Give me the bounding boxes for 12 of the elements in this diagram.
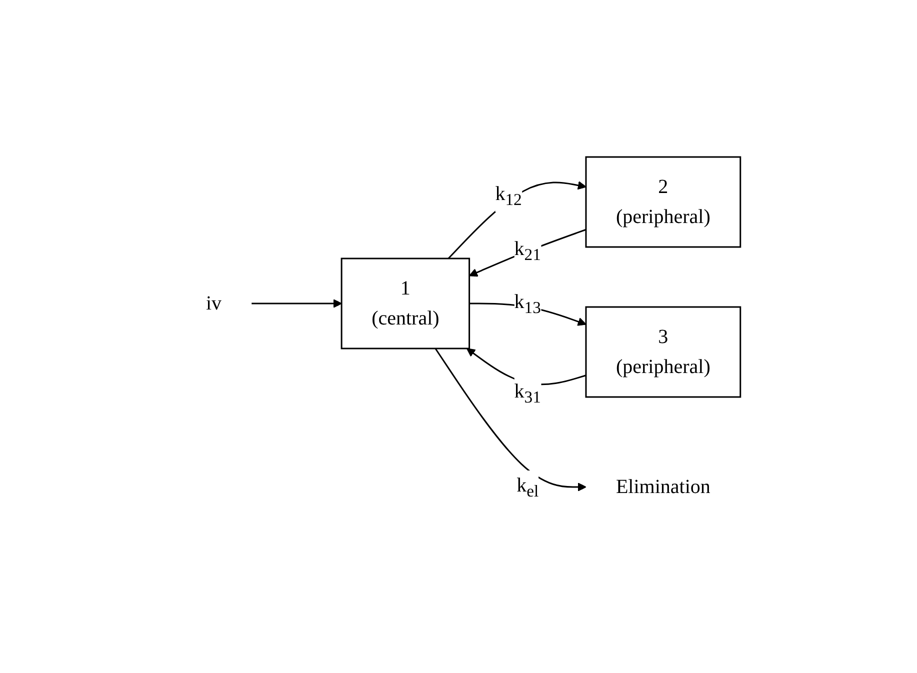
node-box: 3 (peripheral): [586, 306, 742, 398]
edge-label: k$_{13}$: [514, 290, 542, 316]
node-box: 2 (peripheral): [586, 156, 742, 248]
edge-label: k$_{21}$: [514, 238, 542, 264]
edge-label: k$_{31}$: [514, 380, 542, 406]
node-box: 1 (central): [341, 257, 470, 349]
edge-label: k$_{el}$: [516, 474, 539, 500]
node-text: iv: [206, 292, 222, 314]
arrow: [252, 298, 342, 308]
node-text: Elimination: [616, 476, 711, 498]
edge-label: k$_{12}$: [496, 182, 522, 208]
arrow: [469, 228, 587, 276]
